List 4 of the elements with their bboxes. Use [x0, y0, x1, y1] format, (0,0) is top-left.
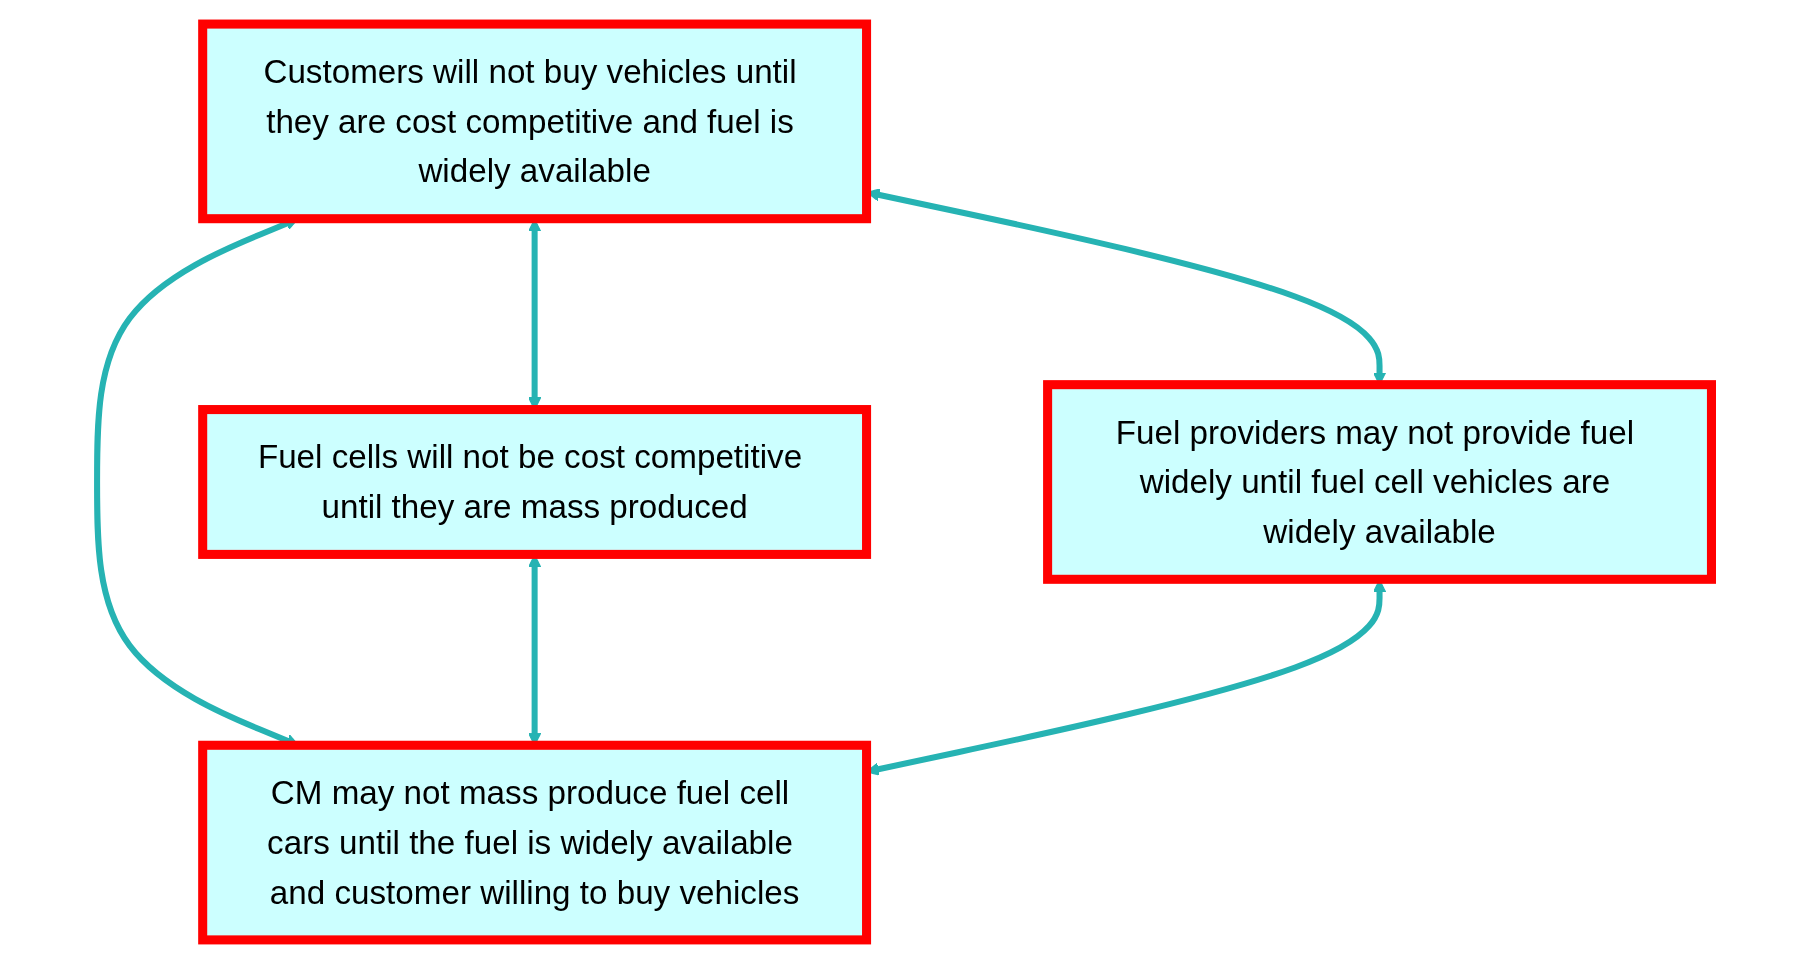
node-box: Customers will not buy vehicles until they are cost competitive and fuel is widely available [197, 19, 871, 223]
node-box: CM may not mass produce fuel cell cars until the fuel is widely available and customer willing to buy vehicles [197, 740, 871, 944]
node-box: Fuel cells will not be cost competitive until they are mass produced [197, 404, 871, 559]
node-box: Fuel providers may not provide fuel widely until fuel cell vehicles are widely available [1042, 379, 1716, 584]
